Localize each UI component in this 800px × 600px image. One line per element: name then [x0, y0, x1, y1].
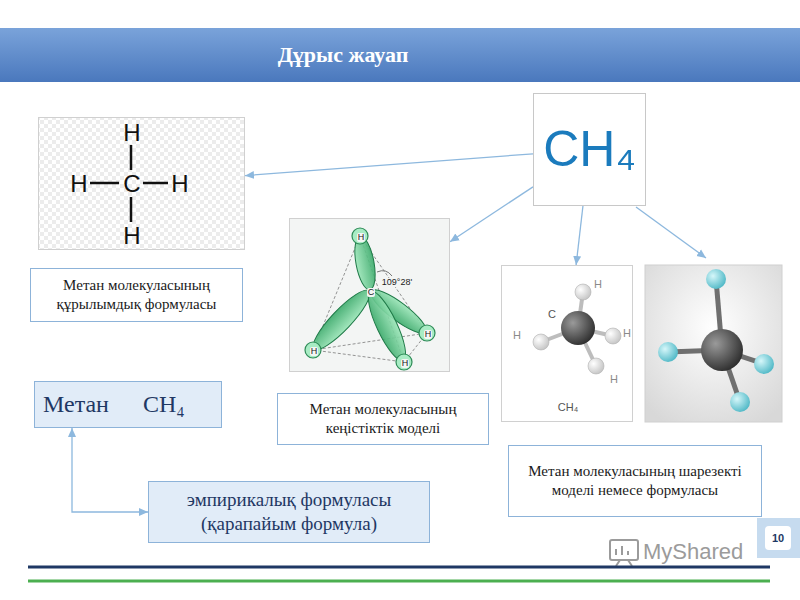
- box-text: Метан: [43, 391, 109, 418]
- carbon-ball: [561, 311, 595, 345]
- ball-model-picture: H C H H H CH₄: [501, 265, 633, 422]
- name-box: Метан CH₄: [34, 381, 222, 428]
- footer-line: [28, 566, 770, 569]
- atom-label: 109°28': [381, 278, 413, 287]
- hydrogen-balls: [658, 269, 774, 412]
- page-tab: [757, 518, 800, 558]
- atom-label: H: [310, 347, 319, 356]
- box-text: CH₄: [143, 391, 185, 418]
- atom-label: C: [548, 309, 556, 320]
- note-box: эмпирикалық формуласы (қарапайым формула…: [148, 481, 430, 543]
- connector-arrow: [576, 206, 583, 265]
- caption-box: Метан молекуласының құрылымдық формуласы: [30, 268, 243, 322]
- footer-line: [28, 580, 770, 583]
- box-text: эмпирикалық формуласы (қарапайым формула…: [161, 488, 417, 536]
- atom-label: H: [123, 121, 140, 145]
- box-text: Метан молекуласының құрылымдық формуласы: [39, 276, 234, 315]
- arrow: [636, 207, 706, 258]
- connector-arrow: [450, 187, 533, 242]
- page-tab: [765, 526, 791, 550]
- ball-model-frame: [645, 265, 782, 422]
- box-text: Метан молекуласының шарезекті моделі нем…: [517, 462, 753, 501]
- atom-label: H: [424, 330, 433, 339]
- watermark-icon: [610, 540, 638, 566]
- atom-label: H: [123, 224, 140, 248]
- orbital-lobes: [307, 235, 431, 365]
- spatial-model-picture: H 109°28' C H H H: [289, 218, 450, 372]
- carbon-ball: [701, 329, 743, 371]
- atom-label: CH₄: [558, 402, 578, 413]
- banner: [0, 28, 800, 82]
- atom-label: H: [610, 374, 618, 385]
- ball-sticks: [668, 279, 764, 402]
- slide-title: Дұрыс жауап: [200, 42, 486, 68]
- formula-box: CH₄: [533, 93, 646, 206]
- hydrogen-balls: [533, 284, 621, 374]
- atom-label: H: [357, 233, 366, 242]
- atom-label: H: [513, 330, 521, 341]
- connector-arrow: [72, 428, 148, 512]
- atom-label: H: [594, 279, 602, 290]
- box-text: CH₄: [543, 122, 636, 177]
- caption-box: Метан молекуласының шарезекті моделі нем…: [508, 445, 762, 517]
- atom-label: H: [623, 328, 631, 339]
- caption-box: Метан молекуласының кеңістіктік моделі: [277, 393, 489, 445]
- atom-label: C: [367, 288, 376, 297]
- atom-label: H: [171, 172, 188, 196]
- atom-label: H: [70, 172, 87, 196]
- angle-arc: [377, 271, 392, 276]
- bond-lines: [90, 145, 168, 222]
- box-text: Метан молекуласының кеңістіктік моделі: [286, 400, 480, 439]
- atom-label: H: [401, 359, 410, 368]
- ball-sticks: [541, 292, 613, 366]
- atom-label: C: [123, 172, 140, 196]
- hydrogen-spheres: [305, 228, 435, 370]
- structural-formula-picture: H H C H H: [38, 117, 245, 250]
- connector-arrow: [245, 154, 533, 176]
- page-number: 10: [772, 533, 784, 544]
- watermark: MyShared: [643, 541, 743, 563]
